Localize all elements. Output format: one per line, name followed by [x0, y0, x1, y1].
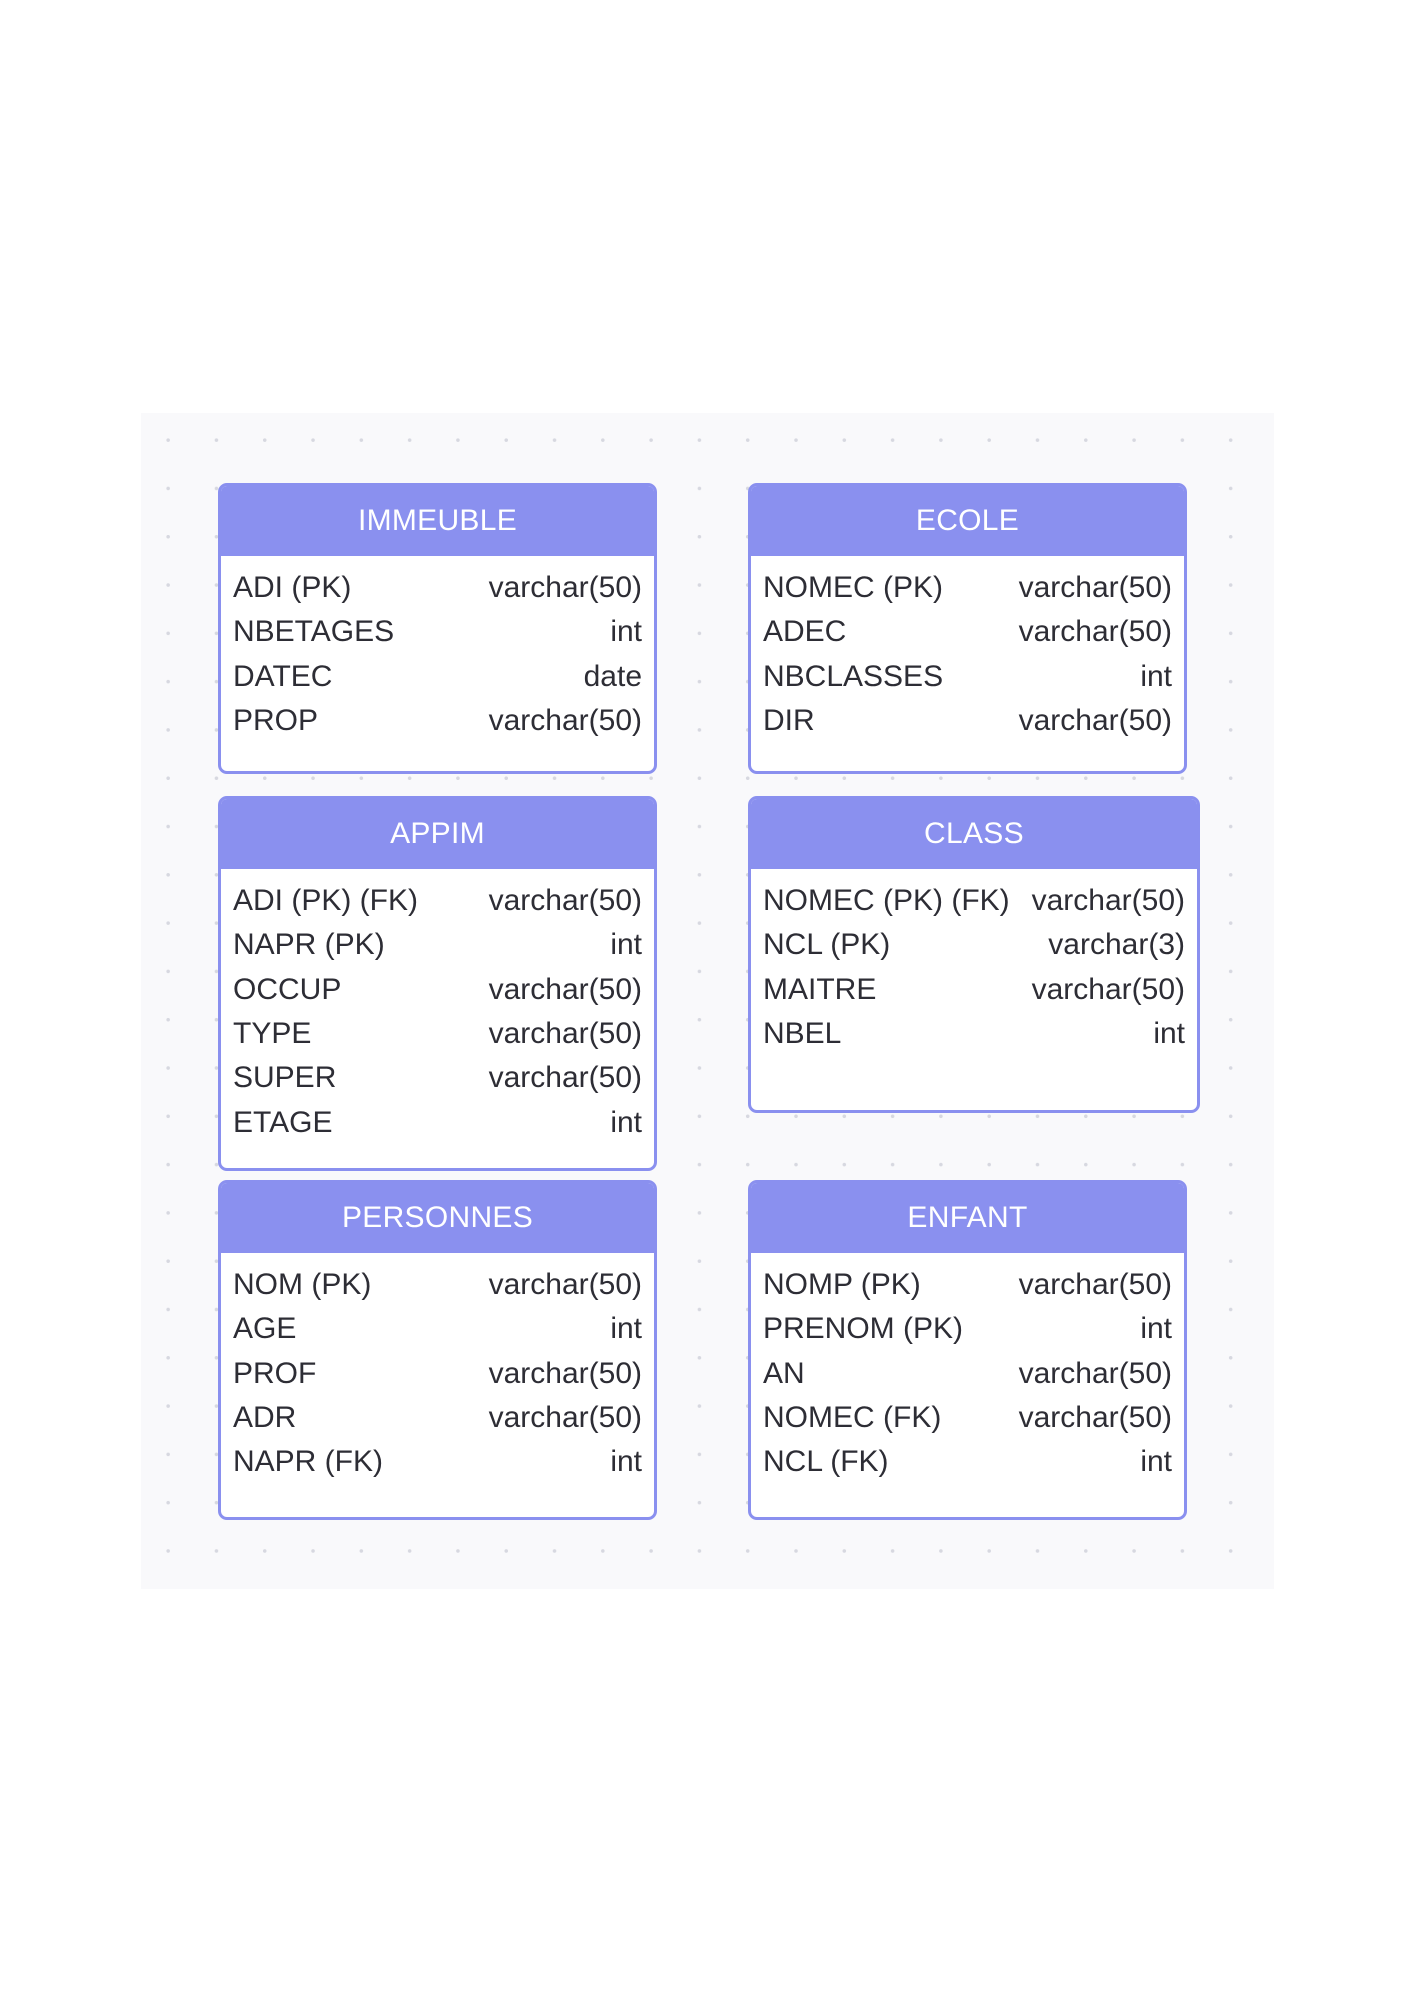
column-name: ADEC — [763, 615, 847, 649]
column-row[interactable]: NOMP (PK) varchar(50) — [751, 1263, 1184, 1307]
column-row[interactable]: MAITRE varchar(50) — [751, 968, 1197, 1012]
table-header: IMMEUBLE — [221, 486, 654, 556]
column-row[interactable]: NAPR (PK) int — [221, 923, 654, 967]
column-type: varchar(50) — [1018, 615, 1172, 649]
column-type: int — [1140, 659, 1172, 693]
column-name: OCCUP — [233, 972, 342, 1006]
column-row[interactable]: NCL (PK) varchar(3) — [751, 923, 1197, 967]
column-row[interactable]: DATEC date — [221, 655, 654, 699]
column-name: DATEC — [233, 659, 333, 693]
column-row[interactable]: NBEL int — [751, 1012, 1197, 1056]
column-type: varchar(50) — [1031, 884, 1185, 918]
column-type: varchar(50) — [1018, 1401, 1172, 1435]
column-row[interactable]: AN varchar(50) — [751, 1352, 1184, 1396]
column-row[interactable]: AGE int — [221, 1307, 654, 1351]
table-header: ECOLE — [751, 486, 1184, 556]
column-name: ADI (PK) (FK) — [233, 884, 418, 918]
column-row[interactable]: OCCUP varchar(50) — [221, 968, 654, 1012]
column-row[interactable]: NBETAGES int — [221, 610, 654, 654]
column-row[interactable]: ADR varchar(50) — [221, 1396, 654, 1440]
column-row[interactable]: ADI (PK) (FK) varchar(50) — [221, 879, 654, 923]
column-type: int — [610, 1312, 642, 1346]
column-name: AGE — [233, 1312, 297, 1346]
column-name: NBCLASSES — [763, 659, 944, 693]
table-header: ENFANT — [751, 1183, 1184, 1253]
column-type: varchar(50) — [1031, 972, 1185, 1006]
column-type: varchar(50) — [488, 1401, 642, 1435]
column-name: DIR — [763, 704, 815, 738]
column-row[interactable]: PRENOM (PK) int — [751, 1307, 1184, 1351]
column-name: NCL (PK) — [763, 928, 891, 962]
column-name: AN — [763, 1356, 805, 1390]
column-row[interactable]: NOMEC (PK) (FK) varchar(50) — [751, 879, 1197, 923]
column-type: date — [583, 659, 642, 693]
column-name: NBETAGES — [233, 615, 395, 649]
column-row[interactable]: PROP varchar(50) — [221, 699, 654, 743]
column-name: PROP — [233, 704, 319, 738]
column-type: varchar(3) — [1048, 928, 1185, 962]
column-name: NOM (PK) — [233, 1268, 372, 1302]
column-name: PROF — [233, 1356, 317, 1390]
column-type: int — [1140, 1445, 1172, 1479]
column-type: varchar(50) — [1018, 704, 1172, 738]
column-type: int — [1153, 1017, 1185, 1051]
column-name: PRENOM (PK) — [763, 1312, 964, 1346]
table-enfant[interactable]: ENFANT NOMP (PK) varchar(50) PRENOM (PK) i… — [748, 1180, 1187, 1520]
column-row[interactable]: NBCLASSES int — [751, 655, 1184, 699]
column-name: ADR — [233, 1401, 297, 1435]
column-type: int — [610, 1445, 642, 1479]
column-type: int — [610, 928, 642, 962]
column-name: TYPE — [233, 1017, 312, 1051]
column-type: varchar(50) — [488, 1356, 642, 1390]
column-type: varchar(50) — [488, 571, 642, 605]
column-name: ETAGE — [233, 1105, 333, 1139]
column-name: NOMEC (PK) (FK) — [763, 884, 1010, 918]
table-immeuble[interactable]: IMMEUBLE ADI (PK) varchar(50) NBETAGES int… — [218, 483, 657, 774]
column-type: int — [1140, 1312, 1172, 1346]
column-row[interactable]: TYPE varchar(50) — [221, 1012, 654, 1056]
table-header: APPIM — [221, 799, 654, 869]
column-row[interactable]: DIR varchar(50) — [751, 699, 1184, 743]
table-personnes[interactable]: PERSONNES NOM (PK) varchar(50) AGE int PRO… — [218, 1180, 657, 1520]
column-type: varchar(50) — [488, 1268, 642, 1302]
column-type: varchar(50) — [1018, 571, 1172, 605]
column-name: ADI (PK) — [233, 571, 352, 605]
column-name: NAPR (FK) — [233, 1445, 383, 1479]
column-row[interactable]: NAPR (FK) int — [221, 1440, 654, 1484]
column-name: SUPER — [233, 1061, 337, 1095]
column-type: varchar(50) — [1018, 1356, 1172, 1390]
column-type: varchar(50) — [488, 1017, 642, 1051]
column-row[interactable]: ADI (PK) varchar(50) — [221, 566, 654, 610]
diagram-canvas[interactable]: IMMEUBLE ADI (PK) varchar(50) NBETAGES int… — [141, 413, 1274, 1589]
column-type: int — [610, 1105, 642, 1139]
column-row[interactable]: NOMEC (PK) varchar(50) — [751, 566, 1184, 610]
column-row[interactable]: ETAGE int — [221, 1100, 654, 1144]
column-type: varchar(50) — [488, 704, 642, 738]
column-type: varchar(50) — [488, 972, 642, 1006]
column-name: NOMP (PK) — [763, 1268, 921, 1302]
table-class[interactable]: CLASS NOMEC (PK) (FK) varchar(50) NCL (PK… — [748, 796, 1200, 1113]
column-type: varchar(50) — [1018, 1268, 1172, 1302]
column-row[interactable]: ADEC varchar(50) — [751, 610, 1184, 654]
column-name: NBEL — [763, 1017, 842, 1051]
column-name: NAPR (PK) — [233, 928, 385, 962]
column-name: MAITRE — [763, 972, 877, 1006]
column-type: varchar(50) — [488, 884, 642, 918]
column-row[interactable]: NOM (PK) varchar(50) — [221, 1263, 654, 1307]
column-row[interactable]: PROF varchar(50) — [221, 1352, 654, 1396]
column-name: NOMEC (FK) — [763, 1401, 942, 1435]
table-appim[interactable]: APPIM ADI (PK) (FK) varchar(50) NAPR (PK)… — [218, 796, 657, 1171]
column-name: NCL (FK) — [763, 1445, 889, 1479]
column-name: NOMEC (PK) — [763, 571, 943, 605]
column-type: int — [610, 615, 642, 649]
column-row[interactable]: SUPER varchar(50) — [221, 1056, 654, 1100]
table-header: CLASS — [751, 799, 1197, 869]
table-header: PERSONNES — [221, 1183, 654, 1253]
column-type: varchar(50) — [488, 1061, 642, 1095]
table-ecole[interactable]: ECOLE NOMEC (PK) varchar(50) ADEC varchar(… — [748, 483, 1187, 774]
column-row[interactable]: NOMEC (FK) varchar(50) — [751, 1396, 1184, 1440]
column-row[interactable]: NCL (FK) int — [751, 1440, 1184, 1484]
